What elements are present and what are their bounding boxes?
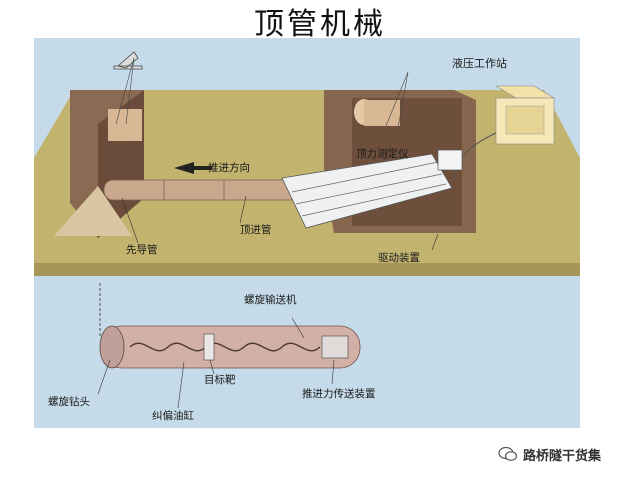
watermark: 路桥隧干货集 <box>498 444 601 464</box>
label-pilot-pipe: 先导管 <box>126 244 158 256</box>
hydraulic-hose <box>453 132 497 179</box>
right-crane-cable <box>385 71 409 129</box>
hydraulic-station-panel <box>505 105 545 135</box>
drive-device-frame <box>281 153 453 229</box>
inset-screw-auger <box>129 342 321 352</box>
label-jacking-pipe: 顶进管 <box>240 224 272 236</box>
jack-force-meter-body <box>437 149 463 171</box>
label-hydraulic-station: 液压工作站 <box>452 57 507 70</box>
diagram-artwork <box>34 51 580 409</box>
push-direction-arrow <box>174 162 212 174</box>
inset-target <box>203 333 215 361</box>
inset-thrust-device <box>321 335 349 359</box>
ground-front-face <box>34 263 580 276</box>
left-pit-pipe-stub <box>108 109 142 141</box>
wechat-icon <box>498 446 518 461</box>
label-thrust-transmission: 推进力传送装置 <box>302 388 376 400</box>
label-screw-conveyor: 螺旋输送机 <box>244 294 297 306</box>
slide-title: 顶管机械 <box>254 8 386 38</box>
watermark-text: 路桥隧干货集 <box>523 448 602 464</box>
pipe-jacking-diagram: 液压工作站 顶力测定仪 推进方向 先导管 顶进管 驱动装置 螺旋输送机 螺旋钻头… <box>34 38 580 428</box>
leader-lines-inset <box>97 317 335 409</box>
inset-cutter-head <box>99 325 125 369</box>
left-crane-cable <box>115 57 135 125</box>
label-target: 目标靶 <box>204 374 236 386</box>
left-crane <box>113 51 143 70</box>
label-jack-force-meter: 顶力测定仪 <box>356 148 409 160</box>
label-drive-device: 驱动装置 <box>378 252 420 264</box>
leader-lines-upper <box>121 147 439 251</box>
label-deviation-cylinder: 纠偏油缸 <box>152 410 194 422</box>
label-spiral-drill-head: 螺旋钻头 <box>48 396 90 408</box>
right-pit-pipe-stub <box>364 100 400 126</box>
jacking-pipe-body <box>103 179 315 201</box>
drive-device-rails <box>291 161 447 217</box>
inset-machine-casing <box>101 325 361 369</box>
left-pit-floor <box>54 186 132 236</box>
label-push-direction: 推进方向 <box>208 162 250 174</box>
